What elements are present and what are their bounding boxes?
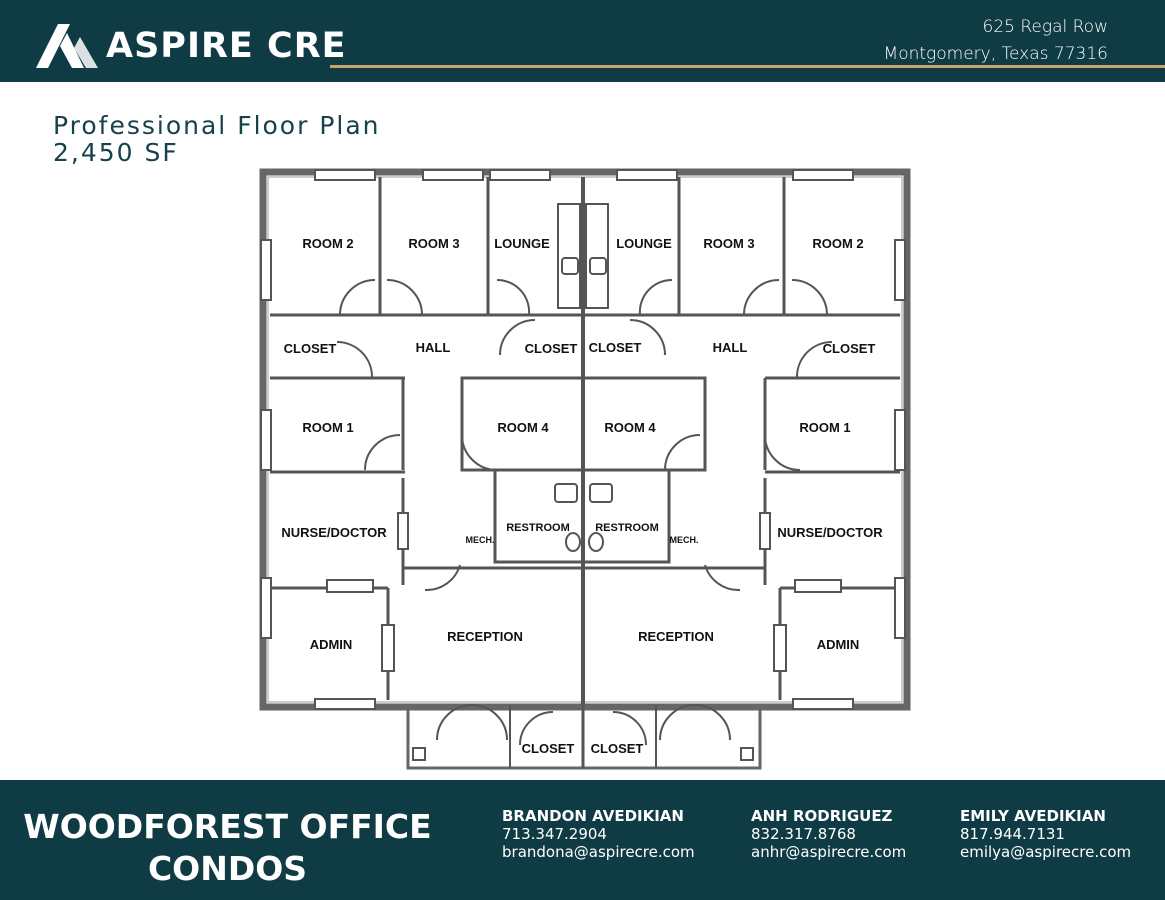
room-label: ROOM 3: [408, 236, 459, 251]
property-name: WOODFOREST OFFICE CONDOS: [20, 806, 435, 890]
room-label: CLOSET: [589, 340, 642, 355]
contact-card: BRANDON AVEDIKIAN 713.347.2904 brandona@…: [502, 807, 695, 861]
property-address: 625 Regal Row Montgomery, Texas 77316: [884, 14, 1108, 68]
header-bar: ASPIRE CRE 625 Regal Row Montgomery, Tex…: [0, 0, 1165, 82]
footer-bar: WOODFOREST OFFICE CONDOS BRANDON AVEDIKI…: [0, 780, 1165, 900]
room-label: NURSE/DOCTOR: [281, 525, 387, 540]
contact-name: ANH RODRIGUEZ: [751, 807, 893, 825]
room-label: ROOM 4: [497, 420, 549, 435]
room-label: CLOSET: [591, 741, 644, 756]
contact-card: EMILY AVEDIKIAN 817.944.7131 emilya@aspi…: [960, 807, 1131, 861]
room-label: ADMIN: [817, 637, 860, 652]
room-label: CLOSET: [522, 741, 575, 756]
room-label: RESTROOM: [595, 522, 659, 534]
room-label: HALL: [713, 340, 748, 355]
plan-area: 2,450 SF: [53, 138, 179, 167]
room-label: LOUNGE: [616, 236, 672, 251]
room-label: ROOM 4: [604, 420, 656, 435]
brand-name: ASPIRE CRE: [106, 26, 347, 66]
plan-title: Professional Floor Plan: [53, 111, 381, 140]
room-label: HALL: [416, 340, 451, 355]
room-label: ROOM 1: [302, 420, 353, 435]
contact-phone[interactable]: 713.347.2904: [502, 825, 607, 843]
room-label: ROOM 1: [799, 420, 850, 435]
room-label: ROOM 2: [812, 236, 863, 251]
contact-email[interactable]: emilya@aspirecre.com: [960, 843, 1132, 861]
room-label: CLOSET: [284, 341, 337, 356]
room-label: RECEPTION: [447, 629, 523, 644]
room-label: RESTROOM: [506, 522, 570, 534]
room-label: RECEPTION: [638, 629, 714, 644]
plan-title-block: Professional Floor Plan 2,450 SF: [53, 112, 381, 166]
room-label: ROOM 2: [302, 236, 353, 251]
floor-plan: ROOM 2 ROOM 3 LOUNGE LOUNGE ROOM 3 ROOM …: [259, 168, 911, 770]
room-label: NURSE/DOCTOR: [777, 525, 883, 540]
room-label: CLOSET: [525, 341, 578, 356]
room-label: MECH.: [466, 535, 495, 545]
contact-name: EMILY AVEDIKIAN: [960, 807, 1106, 825]
room-label: ADMIN: [310, 637, 353, 652]
contact-email[interactable]: brandona@aspirecre.com: [502, 843, 695, 861]
room-label: CLOSET: [823, 341, 876, 356]
aspire-logo-icon: [36, 24, 98, 68]
address-street: 625 Regal Row: [982, 17, 1108, 37]
property-name-line1: WOODFOREST OFFICE: [23, 807, 432, 846]
contact-phone[interactable]: 832.317.8768: [751, 825, 856, 843]
room-label: ROOM 3: [703, 236, 754, 251]
brand-logo: ASPIRE CRE: [36, 24, 347, 68]
contact-email[interactable]: anhr@aspirecre.com: [751, 843, 907, 861]
address-city: Montgomery, Texas 77316: [883, 44, 1108, 64]
room-label: LOUNGE: [494, 236, 550, 251]
contact-card: ANH RODRIGUEZ 832.317.8768 anhr@aspirecr…: [751, 807, 906, 861]
header-divider: [330, 65, 1165, 68]
room-label: MECH.: [670, 535, 699, 545]
contact-name: BRANDON AVEDIKIAN: [502, 807, 684, 825]
property-name-line2: CONDOS: [147, 849, 308, 888]
contact-phone[interactable]: 817.944.7131: [960, 825, 1065, 843]
